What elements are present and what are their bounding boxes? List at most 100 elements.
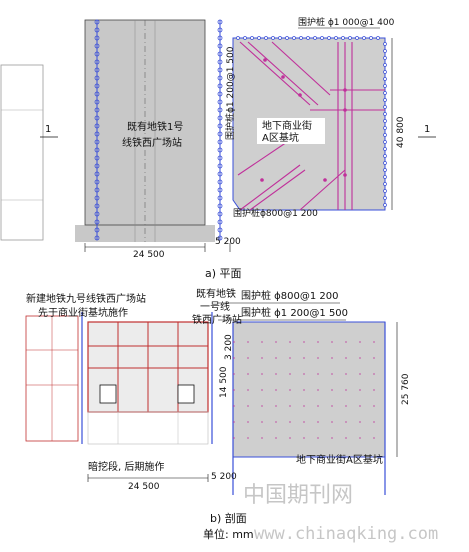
dim-width: 24 500	[133, 250, 165, 260]
pile-dot	[94, 19, 100, 25]
plan-pile-dots	[94, 19, 223, 241]
existing-line1: 既有地铁	[196, 287, 236, 300]
dim-3200: 3 200	[224, 334, 234, 360]
plan-strut-nodes	[260, 58, 347, 182]
pit-pile-dot	[383, 49, 387, 53]
section-mark-right: 1	[424, 124, 430, 135]
pile-dot	[94, 187, 100, 193]
pile-label-vertical: 围护桩ϕ1 200@1 500	[224, 46, 236, 140]
pile-dot	[217, 91, 223, 97]
plan-struts	[237, 41, 385, 211]
pile-label-bottom: 围护桩ϕ800@1 200	[233, 207, 318, 219]
pit-pile-dot	[383, 84, 387, 88]
new-station-line1: 新建地铁九号线铁西广场站	[26, 292, 146, 305]
pile-dot	[94, 67, 100, 73]
tunnel-label: 暗挖段, 后期施作	[88, 460, 164, 473]
pit-pile-dot	[383, 175, 387, 179]
pit-pile-dot	[383, 98, 387, 102]
pit-pile-dot	[355, 36, 359, 40]
pile-dot	[94, 43, 100, 49]
pit-pile-dot	[383, 161, 387, 165]
pile-dot	[217, 59, 223, 65]
dim-24500: 24 500	[128, 482, 160, 492]
pile-dot	[217, 107, 223, 113]
pile-dot	[94, 115, 100, 121]
pit-pile-dot	[250, 36, 254, 40]
pit-pile-dot	[383, 189, 387, 193]
pit-pile-dot	[271, 36, 275, 40]
section-pile-b: 围护桩 ϕ1 200@1 500	[241, 306, 348, 319]
pile-dot	[94, 179, 100, 185]
pit-pile-dot	[292, 36, 296, 40]
pit-pile-dot	[334, 36, 338, 40]
dim-14500: 14 500	[219, 366, 229, 398]
pile-dot	[94, 219, 100, 225]
pile-dot	[217, 171, 223, 177]
pile-dot	[94, 83, 100, 89]
pit-pile-dot	[327, 36, 331, 40]
watermark-url: www.chinaqking.com	[254, 524, 438, 544]
pile-dot	[217, 123, 223, 129]
existing-line2: 一号线	[200, 300, 230, 313]
pile-dot	[94, 139, 100, 145]
pit-label-line2: A区基坑	[262, 131, 299, 144]
pit-pile-dot	[383, 70, 387, 74]
pit-pile-dot	[320, 36, 324, 40]
tunnel-outline	[87, 411, 209, 445]
dim-height: 40 800	[396, 116, 406, 148]
pile-dot	[94, 59, 100, 65]
pile-dot	[94, 107, 100, 113]
pit-pile-dot	[313, 36, 317, 40]
pile-dot	[217, 131, 223, 137]
pile-dot	[217, 27, 223, 33]
pile-dot	[217, 179, 223, 185]
section-view: 新建地铁九号线铁西广场站 先于商业街基坑施作 既有地铁 一号线 铁西广场站 围护…	[25, 287, 411, 541]
dim-25760: 25 760	[401, 373, 411, 405]
pile-dot	[94, 227, 100, 233]
pit-label-box	[257, 118, 325, 144]
pit-pile-dot	[362, 36, 366, 40]
pile-dot	[217, 75, 223, 81]
pit-pile-dot	[383, 147, 387, 151]
unit-label: 单位: mm	[203, 527, 254, 541]
train-right-icon	[177, 384, 195, 404]
pit-pile-dots	[236, 36, 387, 207]
existing-line3: 铁西广场站	[192, 313, 242, 326]
pile-dot	[94, 131, 100, 137]
pit-pile-dot	[383, 168, 387, 172]
pile-dot	[94, 155, 100, 161]
pit-pile-dot	[383, 154, 387, 158]
pit-pile-dot	[383, 56, 387, 60]
section-pit	[232, 321, 386, 458]
pit-pile-dot	[306, 36, 310, 40]
pile-dot	[217, 35, 223, 41]
section-caption: b) 剖面	[210, 511, 247, 525]
new-station-line2: 先于商业街基坑施作	[38, 306, 128, 319]
watermark-cn: 中国期刊网	[243, 483, 353, 508]
pile-dot	[94, 27, 100, 33]
pit-pile-dot	[376, 36, 380, 40]
pit-pile-dot	[383, 196, 387, 200]
pile-dot	[94, 163, 100, 169]
pile-dot	[217, 51, 223, 57]
pile-dot	[94, 195, 100, 201]
pile-dot	[94, 75, 100, 81]
pit-pile-dot	[264, 36, 268, 40]
pit-pile-dot	[383, 105, 387, 109]
pile-dot	[217, 211, 223, 217]
dim-5200: 5 200	[211, 472, 237, 482]
pit-label-line1: 地下商业街	[262, 119, 312, 132]
pit-pile-dot	[236, 36, 240, 40]
plan-pile-row-left	[96, 20, 221, 240]
section-pit-label: 地下商业街A区基坑	[296, 453, 383, 466]
pile-dot	[94, 91, 100, 97]
station-label-line1: 既有地铁1号	[127, 120, 183, 133]
pile-dot	[94, 35, 100, 41]
plan-view: 1 1 既有地铁1号 线铁西广场站 围护桩 ϕ1 000@1 400 围护桩ϕ1…	[0, 16, 436, 280]
pile-dot	[217, 99, 223, 105]
pit-pile-dot	[369, 36, 373, 40]
pit-pile-dot	[383, 63, 387, 67]
pit-pile-dot	[285, 36, 289, 40]
pit-pile-dot	[278, 36, 282, 40]
